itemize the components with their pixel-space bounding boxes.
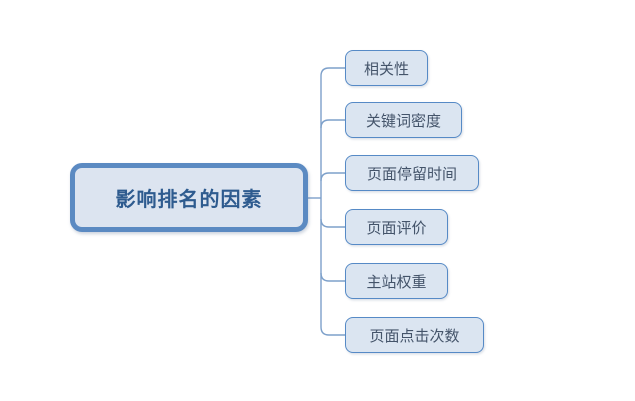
topic-node-page-click-count[interactable]: 页面点击次数 — [345, 317, 484, 353]
topic-node-keyword-density[interactable]: 关键词密度 — [345, 102, 462, 138]
topic-node-main-site-weight[interactable]: 主站权重 — [345, 263, 448, 299]
connector-branch-3 — [320, 172, 345, 182]
root-topic-label: 影响排名的因素 — [115, 189, 263, 211]
connector-branch-2 — [320, 119, 345, 129]
topic-label: 相关性 — [363, 60, 409, 78]
connector-branch-4 — [320, 218, 345, 228]
connector-spine-down-branch-6 — [320, 198, 345, 336]
topic-label: 页面评价 — [366, 219, 427, 237]
topic-node-page-dwell-time[interactable]: 页面停留时间 — [345, 155, 479, 191]
connector-spine-up-branch-1 — [320, 67, 345, 198]
topic-label: 页面点击次数 — [369, 327, 460, 345]
root-topic-node[interactable]: 影响排名的因素 — [70, 163, 308, 232]
topic-label: 页面停留时间 — [366, 165, 457, 183]
topic-node-page-rating[interactable]: 页面评价 — [345, 209, 448, 245]
topic-label: 主站权重 — [366, 273, 427, 291]
topic-node-relevance[interactable]: 相关性 — [345, 50, 428, 86]
topic-label: 关键词密度 — [365, 112, 441, 130]
connector-branch-5 — [320, 272, 345, 282]
